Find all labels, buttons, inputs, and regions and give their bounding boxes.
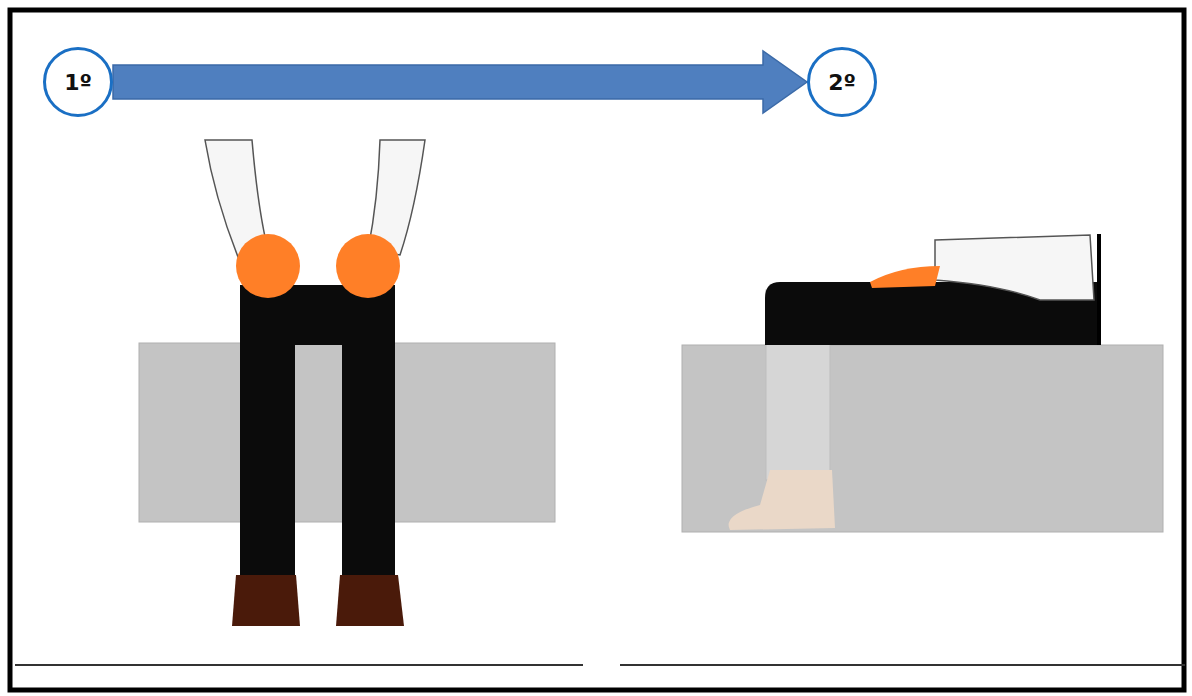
extended-side-view	[682, 234, 1163, 532]
knee	[870, 266, 940, 288]
frame	[10, 10, 1184, 690]
divider-line	[15, 664, 583, 666]
faded-foot	[729, 470, 835, 530]
step-circle: 2º	[807, 47, 877, 117]
backrest-line	[1097, 234, 1101, 345]
divider-line	[620, 664, 1185, 666]
thigh	[935, 235, 1094, 300]
step-number: 1º	[64, 70, 92, 95]
knee	[336, 234, 400, 298]
knee	[236, 234, 300, 298]
lower-legs	[240, 285, 395, 600]
step-circle: 1º	[43, 47, 113, 117]
seated-front-view	[139, 140, 555, 626]
shoe	[336, 575, 404, 626]
bench	[682, 345, 1163, 532]
step-number: 2º	[828, 70, 856, 95]
block-arrow	[113, 51, 807, 113]
shoe	[232, 575, 300, 626]
